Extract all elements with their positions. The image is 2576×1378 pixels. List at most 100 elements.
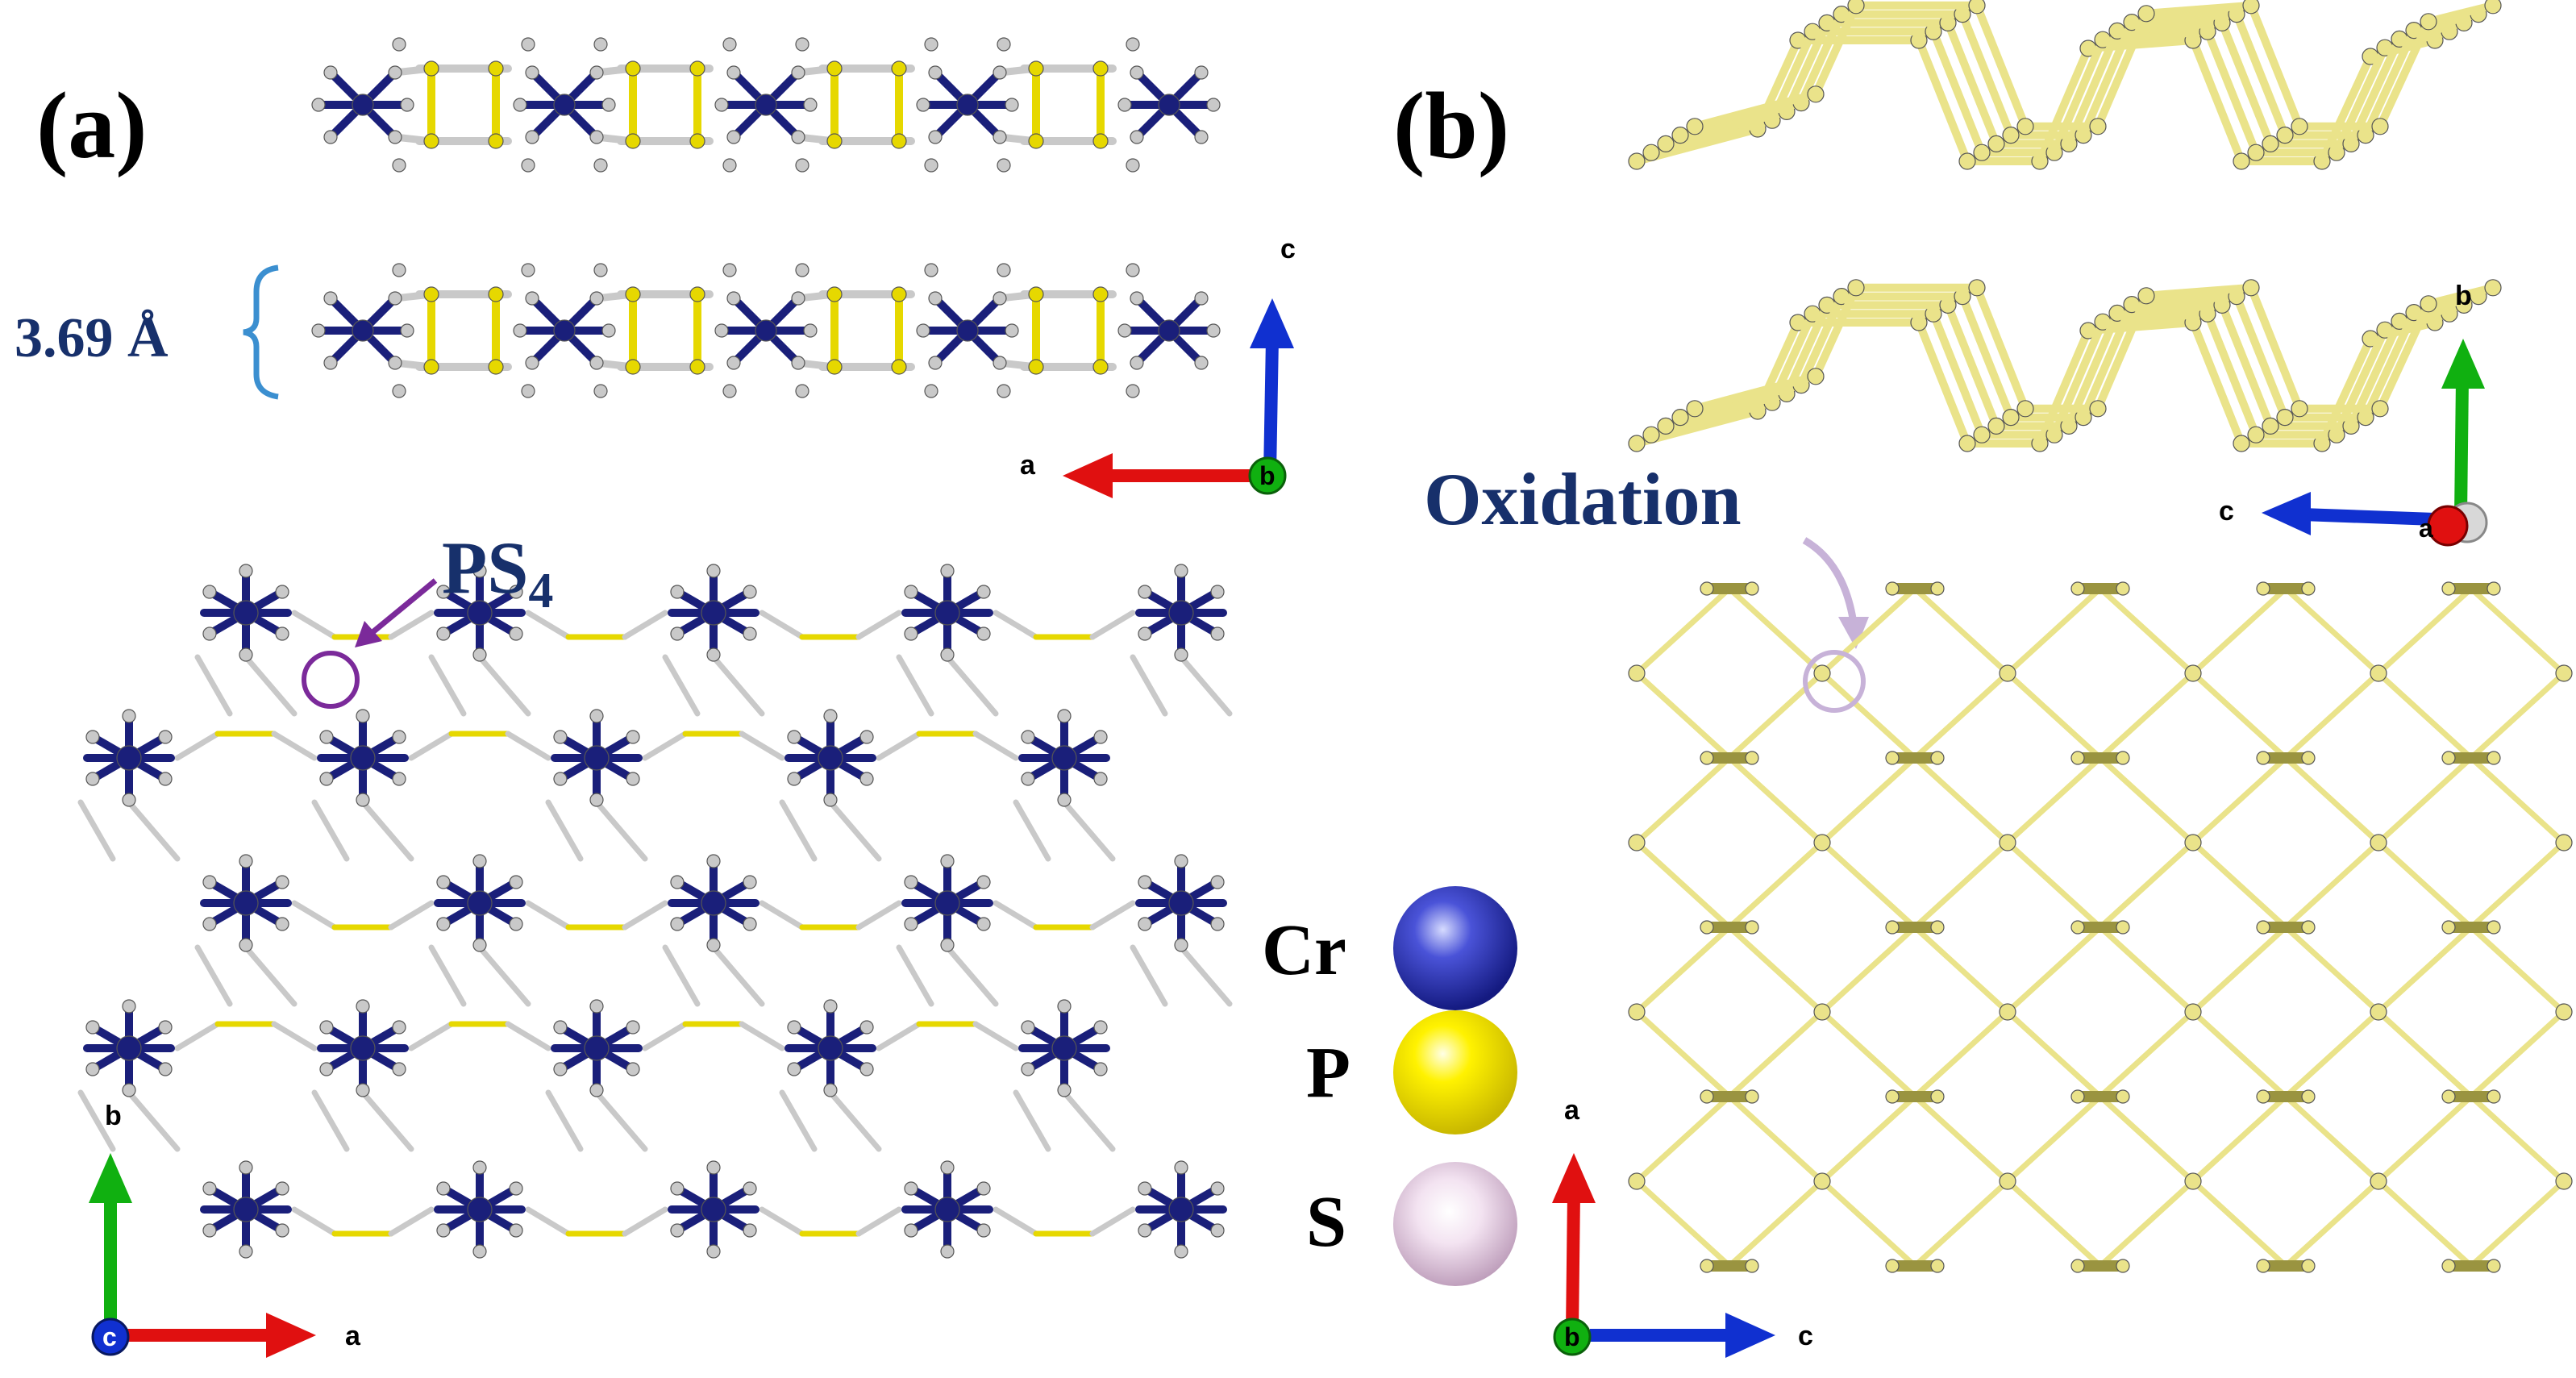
s-atom	[791, 130, 805, 144]
s-atom	[1126, 384, 1140, 398]
p-atom-chain	[1968, 0, 1986, 15]
chain-bond	[2233, 292, 2289, 422]
s-atom	[904, 585, 918, 599]
network-bond	[1061, 799, 1116, 862]
p-atom-chain	[2247, 426, 2265, 443]
s-atom	[275, 917, 289, 931]
p-atom	[2441, 1259, 2456, 1273]
s-atom	[1138, 1181, 1152, 1196]
network-bond	[1819, 1178, 1918, 1269]
network-bond	[1726, 1093, 1825, 1184]
p-atom-chain	[2002, 127, 2020, 144]
chain-bond	[1944, 301, 2000, 431]
axis-b-label: b	[1259, 461, 1276, 490]
s-atom	[1021, 730, 1035, 744]
network-bond	[1633, 585, 1733, 677]
s-atom	[356, 709, 370, 723]
chain-bond	[1797, 10, 1846, 107]
s-atom	[993, 291, 1007, 306]
s-atom	[726, 291, 741, 306]
p-atom	[2301, 581, 2316, 596]
s-atom	[239, 1160, 253, 1175]
p-atom	[1745, 751, 1759, 765]
s-atom	[859, 730, 874, 744]
chain-bond	[2362, 308, 2418, 422]
s-atom	[1126, 37, 1140, 52]
s-atom	[472, 854, 487, 868]
s-atom	[670, 1223, 685, 1238]
p-atom	[2184, 1172, 2202, 1190]
panel-b-top-axes: a c b	[1552, 1095, 1813, 1358]
p-atom	[2487, 751, 2501, 765]
chain-bond	[1973, 283, 2029, 413]
s-atom	[1021, 772, 1035, 786]
network-bond	[388, 1206, 435, 1237]
s-atom	[916, 98, 930, 112]
p-atom	[2256, 1089, 2270, 1104]
s-atom	[743, 1181, 757, 1196]
chain-bond	[2189, 36, 2245, 165]
s-atom	[553, 730, 568, 744]
s-atom	[239, 854, 253, 868]
network-bond	[622, 1206, 668, 1237]
s-atom	[626, 1062, 640, 1076]
network-bond	[476, 944, 531, 1007]
axis-b-origin	[1248, 456, 1287, 495]
p-atom-chain	[1987, 417, 2005, 435]
s-atom	[1093, 1062, 1108, 1076]
network-bond	[2468, 585, 2567, 677]
p-atom	[891, 359, 907, 375]
network-bond	[1819, 1093, 1918, 1184]
s-atom	[743, 627, 757, 641]
s-atom	[1057, 709, 1072, 723]
s-atom	[928, 65, 943, 80]
chain-bond	[1958, 10, 2015, 139]
p-atom-chain	[1642, 144, 1660, 161]
s-atom	[392, 1062, 406, 1076]
p-atom	[1028, 286, 1044, 302]
chain-bond	[2094, 9, 2150, 131]
network-bond	[1633, 1178, 1733, 1269]
s-atom	[589, 130, 604, 144]
s-atom	[472, 938, 487, 952]
axis-a-origin-b	[2427, 505, 2469, 547]
p-atom	[488, 286, 504, 302]
network-bond	[593, 799, 648, 862]
axis-c-origin	[91, 1318, 130, 1356]
chain-bond	[1797, 292, 1846, 389]
panel-b-side-axes: b c a	[2219, 281, 2488, 547]
s-atom	[626, 730, 640, 744]
legend-p-label: P	[1306, 1033, 1350, 1113]
s-atom	[706, 1160, 721, 1175]
p-atom-chain	[2276, 408, 2294, 427]
p-atom	[1700, 1259, 1714, 1273]
s-atom	[1138, 627, 1152, 641]
s-atom	[670, 585, 685, 599]
p-atom	[488, 60, 504, 77]
s-atom	[795, 263, 809, 277]
s-atom	[388, 291, 402, 306]
network-bond	[1178, 944, 1233, 1007]
p-atom	[1999, 1003, 2016, 1021]
network-bond	[1912, 670, 2011, 761]
network-bond	[993, 610, 1039, 640]
network-bond	[827, 1089, 882, 1152]
s-atom	[1130, 65, 1144, 80]
s-atom	[202, 1223, 217, 1238]
s-atom	[392, 1020, 406, 1035]
interlayer-distance-label: 3.69 Å	[15, 307, 169, 369]
network-bond	[1013, 799, 1051, 862]
s-atom	[706, 564, 721, 578]
p-atom	[2116, 1089, 2130, 1104]
p-atom-chain	[1987, 135, 2005, 152]
p-atom-chain	[2016, 118, 2034, 135]
s-atom	[722, 263, 737, 277]
s-atom	[392, 384, 406, 398]
s-atom	[795, 384, 809, 398]
s-atom	[275, 875, 289, 889]
s-atom	[1138, 917, 1152, 931]
network-bond	[1089, 900, 1136, 930]
cr-atom	[116, 1035, 142, 1061]
p-atom	[423, 286, 439, 302]
s-atom	[589, 709, 604, 723]
